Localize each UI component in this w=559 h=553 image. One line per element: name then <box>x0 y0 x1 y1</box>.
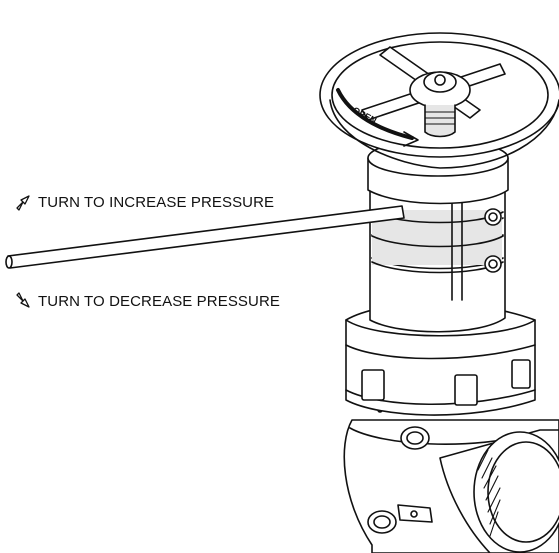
handwheel <box>319 32 559 169</box>
hollow-down-arrow-icon <box>16 292 30 308</box>
increase-pressure-callout: TURN TO INCREASE PRESSURE <box>14 193 274 211</box>
decrease-pressure-callout: TURN TO DECREASE PRESSURE <box>14 292 280 310</box>
increase-pressure-label: TURN TO INCREASE PRESSURE <box>38 193 275 211</box>
decrease-pressure-label: TURN TO DECREASE PRESSURE <box>38 292 280 310</box>
adjustment-rod <box>5 205 405 269</box>
hollow-up-arrow-icon <box>16 195 30 211</box>
bonnet-cylinder <box>369 162 506 333</box>
threaded-outlet <box>439 429 559 553</box>
